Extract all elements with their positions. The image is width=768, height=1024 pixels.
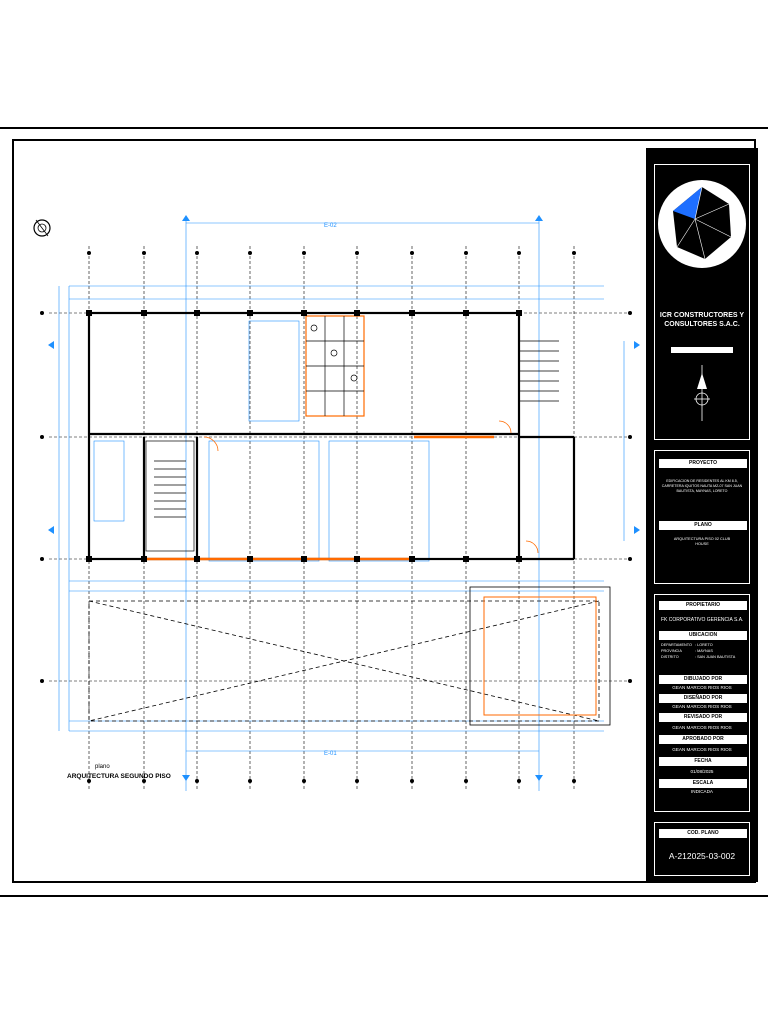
ubicacion-row-2: DISTRITO : SAN JUAN BAUTISTA <box>661 655 753 660</box>
cod-header: COD. PLANO <box>659 829 747 838</box>
stairs <box>145 340 559 552</box>
plan-label: plano <box>95 764 110 770</box>
ubicacion-row-0: DEPARTAMENTO: LORETO <box>661 643 753 648</box>
columns <box>86 310 522 562</box>
elevation-label-top: E-02 <box>324 223 337 229</box>
disenado-header: DISEÑADO POR <box>659 694 747 703</box>
restrooms <box>305 315 365 417</box>
info-panel: PROPIETARIO FK CORPORATIVO GERENCIA S.A.… <box>654 594 750 812</box>
elevation-markers <box>48 215 640 781</box>
plano-header: PLANO <box>659 521 747 530</box>
dibujado-header: DIBUJADO POR <box>659 675 747 684</box>
north-arrow-icon <box>694 365 710 421</box>
elevation-label-bottom: E-01 <box>324 751 337 757</box>
aprobado-header: APROBADO POR <box>659 735 747 744</box>
company-name: ICR CONSTRUCTORES Y CONSULTORES S.A.C. <box>659 312 745 328</box>
escala-text: INDICADA <box>691 789 713 794</box>
disenado-text: GEAN MARCOS RIOS RIOS <box>672 704 732 709</box>
ubicacion-key: DISTRITO <box>661 655 679 659</box>
accent-walls <box>144 435 494 561</box>
floor-plan: E-02 E-01 <box>33 215 640 791</box>
ubicacion-row-1: PROVINCIA : MAYNAS <box>661 649 753 654</box>
doors <box>203 420 539 554</box>
walls <box>87 311 576 561</box>
propietario-text: FK CORPORATIVO GERENCIA S.A. <box>661 617 744 623</box>
plano-text: ARQUITECTURA PISO 02 CLUB HOUSE <box>673 537 731 546</box>
ubicacion-header: UBICACION <box>659 631 747 640</box>
north-label-bar <box>671 347 733 353</box>
fecha-header: FECHA <box>659 757 747 766</box>
ubicacion-value: : SAN JUAN BAUTISTA <box>695 655 736 659</box>
plan-title: ARQUITECTURA SEGUNDO PISO <box>67 773 171 780</box>
ubicacion-value: : LORETO <box>695 643 713 647</box>
company-panel: ICR CONSTRUCTORES Y CONSULTORES S.A.C. <box>654 164 750 440</box>
void-area <box>88 600 600 722</box>
proyecto-header: PROYECTO <box>659 459 747 468</box>
escala-header: ESCALA <box>659 779 747 788</box>
aprobado-text: GEAN MARCOS RIOS RIOS <box>672 747 732 752</box>
company-logo-icon <box>658 180 746 268</box>
compass-icon <box>33 219 51 237</box>
ubicacion-value: : MAYNAS <box>695 649 713 653</box>
code-panel: COD. PLANO A-212025-03-002 <box>654 822 750 876</box>
grid-bubbles <box>40 251 632 783</box>
dimension-lines <box>58 216 625 791</box>
project-panel: PROYECTO EDIFICACION DE RESIDENTES AL KM… <box>654 450 750 584</box>
ubicacion-key: DEPARTAMENTO <box>661 643 692 647</box>
cod-text: A-212025-03-002 <box>668 851 736 861</box>
grid-lines <box>49 246 634 791</box>
proyecto-text: EDIFICACION DE RESIDENTES AL KM 8.5, CAR… <box>661 479 743 493</box>
title-block: ICR CONSTRUCTORES Y CONSULTORES S.A.C. P… <box>646 148 758 882</box>
revisado-text: GEAN MARCOS RIOS RIOS <box>672 725 732 730</box>
ubicacion-key: PROVINCIA <box>661 649 682 653</box>
revisado-header: REVISADO POR <box>659 713 747 722</box>
drawing-sheet <box>0 127 768 897</box>
propietario-header: PROPIETARIO <box>659 601 747 610</box>
dibujado-text: GEAN MARCOS RIOS RIOS <box>672 685 732 690</box>
fecha-text: 01/08/2025 <box>690 769 714 774</box>
lower-room <box>483 596 597 716</box>
